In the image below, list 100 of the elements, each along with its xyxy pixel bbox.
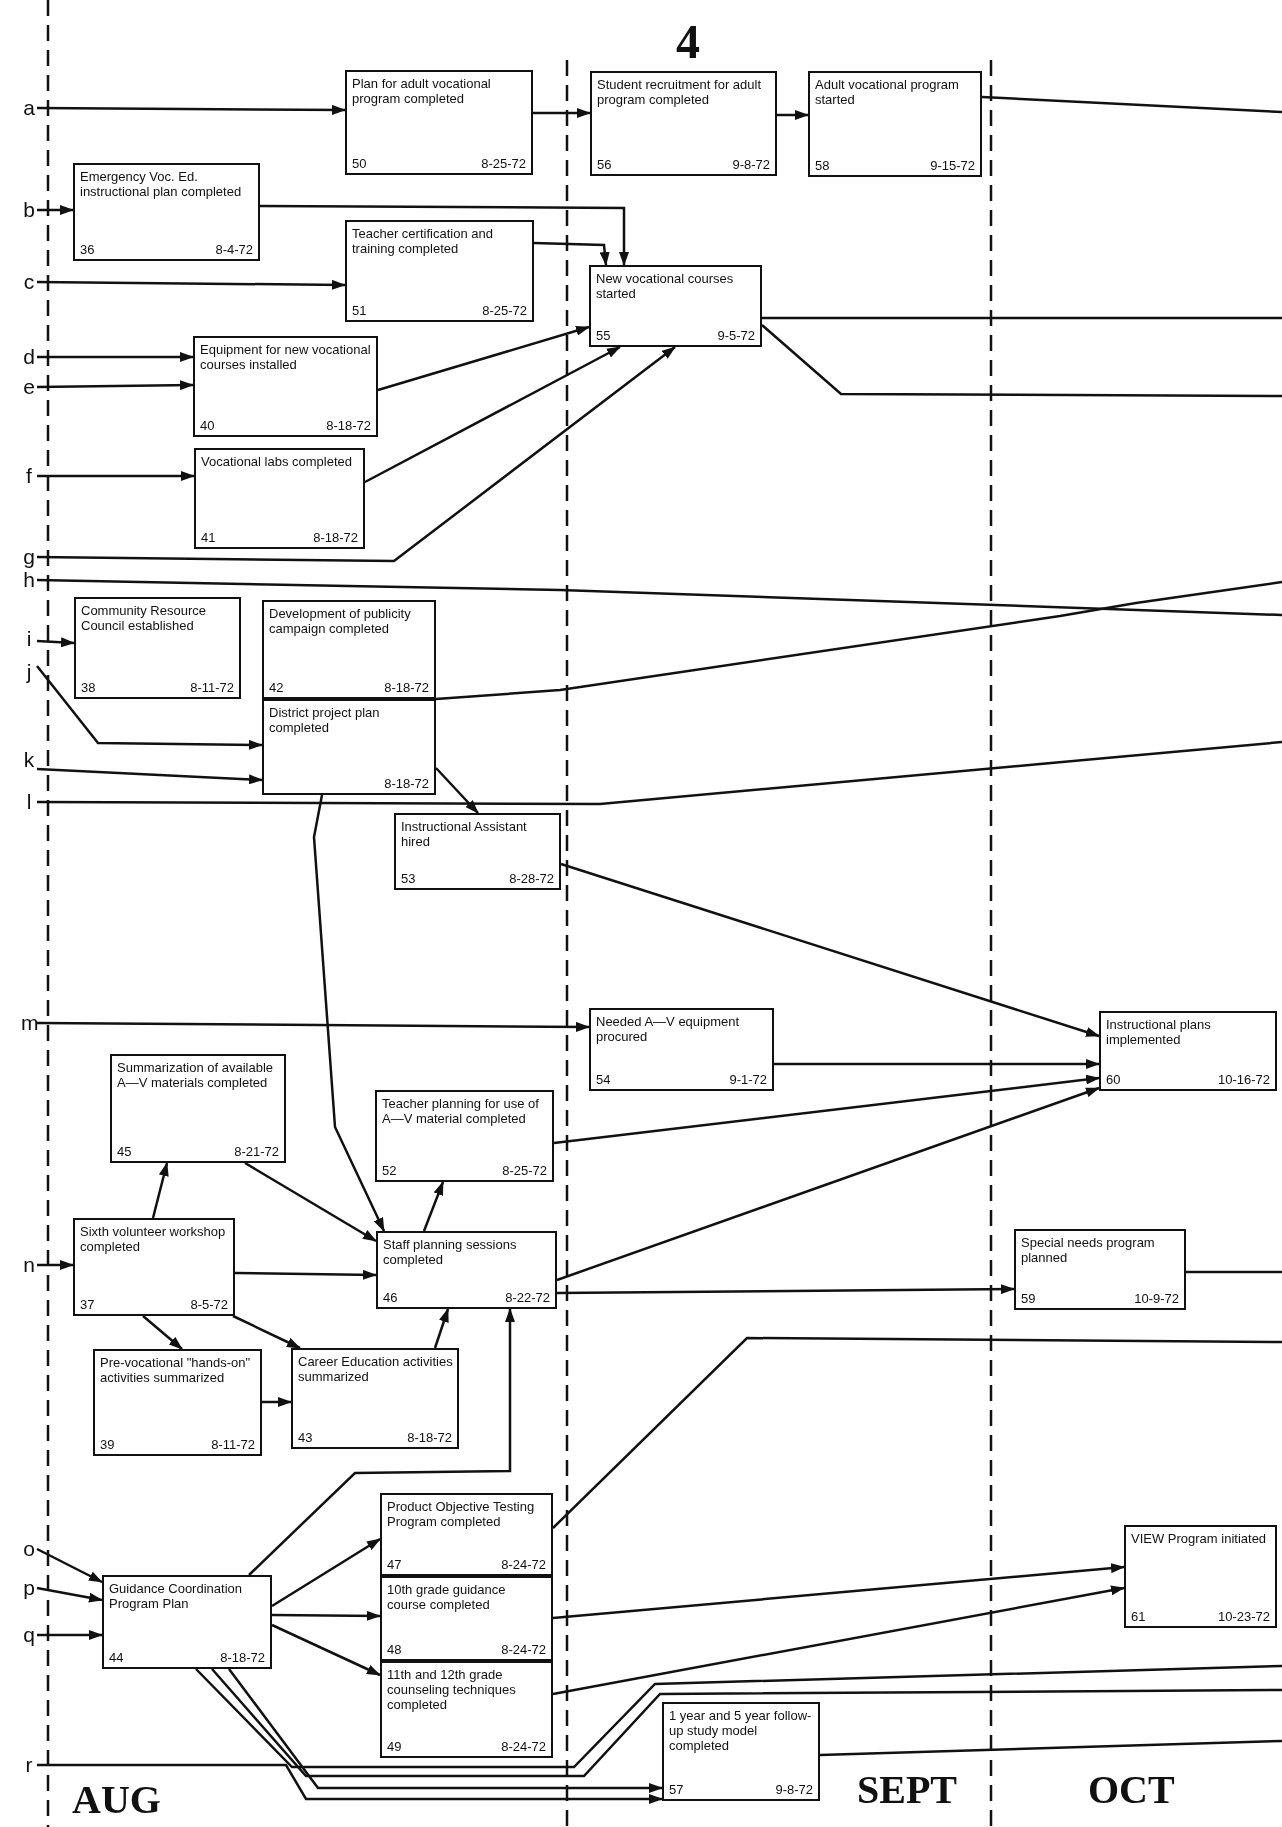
event-title: 1 year and 5 year follow-up study model completed	[669, 1708, 813, 1754]
event-box	[73, 163, 260, 261]
event-date: 8-18-72	[384, 680, 429, 695]
event-date: 8-24-72	[501, 1739, 546, 1754]
event-date: 8-11-72	[190, 680, 234, 695]
event-title: Product Objective Testing Program completed	[387, 1499, 536, 1530]
event-date: 10-23-72	[1217, 1609, 1270, 1624]
event-date: 8-5-72	[190, 1297, 228, 1312]
arrow	[37, 1260, 74, 1270]
event-title: Community Resource Council established	[81, 603, 207, 634]
event-number: 46	[383, 1290, 398, 1305]
arrow	[552, 1563, 1125, 1620]
event-date: 8-24-72	[501, 1557, 546, 1572]
event-number: 44	[109, 1650, 124, 1665]
month-label: SEPT	[857, 1766, 958, 1813]
event-box	[262, 600, 436, 699]
row-letter: b	[21, 199, 37, 221]
row-letter: m	[21, 1012, 37, 1034]
arrow	[142, 1315, 183, 1350]
event-date: 8-18-72	[384, 776, 429, 791]
event-number: 41	[201, 530, 216, 545]
event-number: 53	[401, 871, 416, 886]
event-box	[380, 1661, 553, 1758]
event-date: 8-18-72	[313, 530, 358, 545]
event-title: Sixth volunteer workshop completed	[80, 1224, 227, 1255]
row-letter: j	[21, 661, 37, 683]
event-box	[380, 1576, 553, 1661]
row-letter: k	[21, 749, 37, 771]
event-box	[1099, 1011, 1277, 1091]
event-number: 40	[200, 418, 215, 433]
event-title: Equipment for new vocational courses installed	[200, 342, 372, 373]
event-box	[194, 448, 365, 549]
arrow	[364, 345, 621, 484]
event-title: 10th grade guidance course completed	[387, 1582, 507, 1613]
row-letter: q	[21, 1624, 37, 1646]
event-number: 50	[352, 156, 367, 171]
event-box	[589, 1008, 774, 1091]
event-date: 8-18-72	[220, 1650, 265, 1665]
event-date: 9-8-72	[732, 157, 770, 172]
event-title: Adult vocational program started	[815, 77, 960, 108]
arrow	[435, 767, 479, 814]
event-box	[376, 1231, 557, 1309]
event-title: New vocational courses started	[596, 271, 735, 302]
event-number: 60	[1106, 1072, 1121, 1087]
event-title: Student recruitment for adult program completed	[597, 77, 763, 108]
arrow	[244, 1161, 377, 1243]
event-box	[375, 1090, 554, 1182]
event-box	[291, 1348, 459, 1449]
event-date: 8-24-72	[501, 1642, 546, 1657]
event-date: 8-28-72	[509, 871, 554, 886]
event-title: District project plan completed	[269, 705, 381, 736]
event-date: 8-25-72	[481, 156, 526, 171]
row-letter: a	[21, 97, 37, 119]
connector-line	[36, 578, 1282, 617]
event-number: 52	[382, 1163, 397, 1178]
event-title: Instructional Assistant hired	[401, 819, 528, 850]
event-title: Pre-vocational "hands-on" activities summarized	[100, 1355, 252, 1386]
event-title: Teacher certification and training completed	[352, 226, 494, 257]
event-date: 9-5-72	[717, 328, 755, 343]
arrow	[37, 352, 194, 362]
event-box	[394, 813, 561, 890]
arrow	[151, 1162, 169, 1219]
connector-line	[819, 1739, 1282, 1757]
arrow	[557, 1284, 1015, 1295]
row-letter: l	[21, 791, 37, 813]
event-number: 56	[597, 157, 612, 172]
arrow	[260, 204, 629, 266]
event-box	[93, 1349, 262, 1456]
month-label: AUG	[72, 1776, 161, 1823]
arrow	[533, 241, 610, 266]
arrow	[433, 1308, 450, 1349]
event-number: 57	[669, 1782, 684, 1797]
event-number: 37	[80, 1297, 95, 1312]
arrow	[422, 1181, 445, 1232]
arrow	[556, 1086, 1100, 1282]
arrow	[37, 279, 346, 290]
arrow	[37, 104, 346, 115]
event-title: VIEW Program initiated	[1131, 1531, 1268, 1547]
arrow	[235, 1269, 377, 1280]
event-box	[662, 1702, 820, 1801]
row-letter: g	[21, 546, 37, 568]
arrow	[36, 637, 75, 648]
event-date: 8-18-72	[407, 1430, 452, 1445]
arrow	[272, 1610, 381, 1621]
arrow	[36, 767, 263, 785]
event-box	[193, 336, 378, 437]
event-box	[808, 71, 982, 177]
event-date: 8-25-72	[482, 303, 527, 318]
arrow	[36, 1586, 103, 1603]
arrow	[271, 1537, 381, 1608]
event-number: 61	[1131, 1609, 1146, 1624]
event-date: 8-11-72	[211, 1437, 255, 1452]
event-date: 8-25-72	[502, 1163, 547, 1178]
event-title: Emergency Voc. Ed. instructional plan completed	[80, 169, 243, 200]
event-title: Summarization of available A—V materials completed	[117, 1060, 275, 1091]
event-box	[74, 597, 241, 699]
event-date: 9-8-72	[775, 1782, 813, 1797]
event-date: 10-16-72	[1217, 1072, 1270, 1087]
row-letter: f	[21, 465, 37, 487]
arrow	[560, 862, 1100, 1038]
